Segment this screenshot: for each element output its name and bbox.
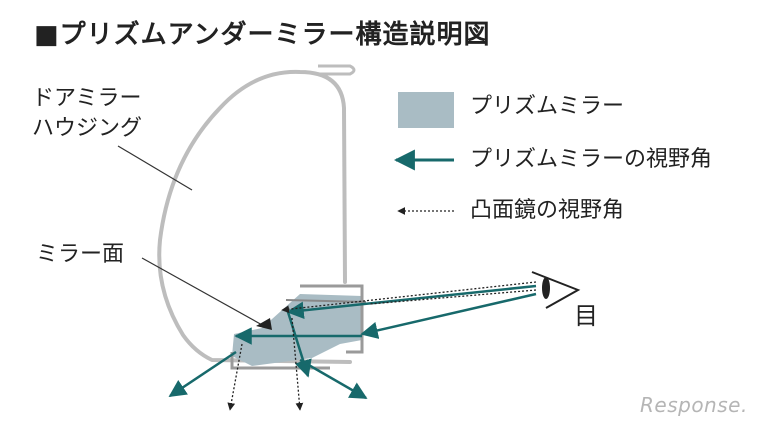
prism-ray-incoming-1 — [286, 284, 537, 320]
convex-ray-incoming-1 — [281, 281, 537, 314]
mirror-surface-label: ミラー面 — [36, 242, 125, 267]
mirror-surface-leader — [141, 257, 265, 327]
housing-label-line2: ハウジング — [32, 116, 143, 141]
prism-ray-incoming-2 — [360, 292, 537, 339]
prism-mirror-body — [232, 294, 362, 366]
prism-ray-out-midleft — [286, 311, 312, 378]
housing-top-clip — [318, 64, 356, 76]
legend-convex-view-label: 凸面鏡の視野角 — [470, 198, 625, 223]
mirror-surface-marker — [256, 318, 272, 330]
response-watermark: Response. — [640, 393, 748, 417]
convex-ray-out-left — [227, 343, 243, 411]
eye-icon — [531, 271, 581, 309]
legend-prism-mirror-label: プリズムミラー — [470, 94, 625, 119]
page-title: ■プリズムアンダーミラー構造説明図 — [34, 20, 491, 50]
housing-label-line1: ドアミラー — [32, 86, 142, 111]
mirror-housing-outline — [157, 69, 352, 364]
prism-ray-out-left — [168, 350, 237, 398]
eye-label: 目 — [574, 302, 598, 330]
prism-ray-out-right — [299, 358, 368, 400]
housing-leader — [117, 145, 193, 191]
convex-ray-out-right — [291, 317, 304, 411]
legend-prism-swatch — [398, 92, 454, 128]
legend-prism-view-label: プリズムミラーの視野角 — [470, 147, 713, 172]
eye-pupil — [542, 277, 550, 299]
